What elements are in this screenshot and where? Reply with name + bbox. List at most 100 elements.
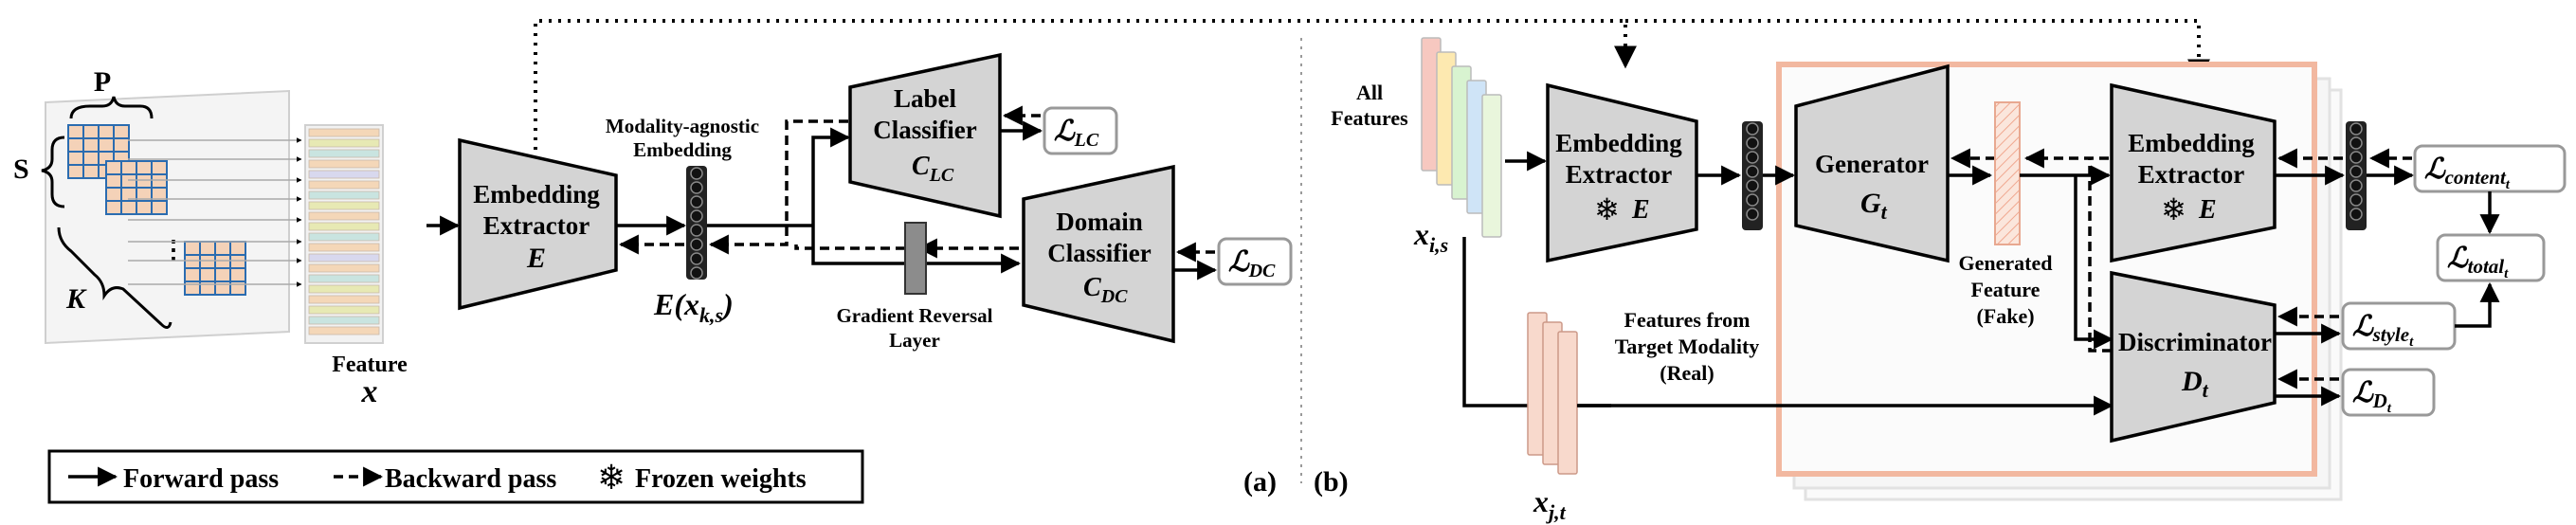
embedding-output-label: E(xk,s): [653, 287, 734, 327]
feature-stripe: [308, 253, 380, 262]
target-features-line3: (Real): [1660, 361, 1714, 385]
generator: Generator Gt: [1794, 63, 1950, 263]
brace-p: [69, 96, 154, 119]
fake-forward-connectors: [2020, 165, 2114, 350]
embedding-extractor-a: Embedding Extractor E: [458, 137, 618, 311]
loss-total-box: ℒtotalt: [2436, 233, 2546, 282]
arrow-source-to-discriminator: [1462, 237, 2114, 416]
svg-text:Extractor: Extractor: [1566, 160, 1672, 189]
feature-stripe: [308, 305, 380, 315]
svg-text:ℒLC: ℒLC: [1054, 116, 1099, 151]
embedding-dots: [2349, 122, 2363, 221]
x-jt-label: xj,t: [1533, 484, 1567, 524]
brace-k: [57, 226, 172, 329]
x-is-label: xi,s: [1413, 217, 1448, 257]
gradient-reversal-line2: Layer: [889, 329, 940, 352]
feature-stripe: [308, 170, 380, 179]
svg-text:Classifier: Classifier: [1047, 239, 1151, 267]
generated-feature-line2: Feature: [1971, 278, 2041, 301]
svg-text:E: E: [1631, 195, 1650, 225]
modality-agnostic-line1: Modality-agnostic: [606, 115, 759, 137]
svg-text:Generator: Generator: [1815, 150, 1929, 178]
loss-style-box: ℒstylet: [2341, 301, 2457, 351]
brace-s: [41, 136, 65, 208]
snowflake-icon: ❄: [2161, 191, 2186, 227]
target-features-line1: Features from: [1624, 308, 1751, 332]
legend-forward-label: Forward pass: [123, 464, 279, 494]
feature-symbol: x: [361, 374, 378, 409]
generated-feature-line3: (Fake): [1976, 304, 2034, 328]
svg-text:Extractor: Extractor: [2138, 160, 2244, 189]
svg-text:CLC: CLC: [912, 152, 954, 186]
feature-stripe: [308, 159, 380, 169]
feature-stripe: [308, 295, 380, 304]
embedding-dots: [1746, 122, 1759, 221]
loss-dc-box: ℒDC: [1217, 237, 1293, 286]
svg-text:Classifier: Classifier: [873, 116, 976, 144]
generated-feature: [1994, 101, 2021, 245]
p-label: P: [94, 66, 111, 98]
svg-text:Embedding: Embedding: [473, 180, 600, 208]
snowflake-icon: ❄: [597, 459, 626, 498]
svg-text:ℒcontentt: ℒcontentt: [2424, 154, 2511, 192]
feature-stripe: [308, 128, 380, 137]
s-label: S: [13, 154, 29, 185]
gradient-reversal-layer: [904, 222, 927, 295]
svg-text:Embedding: Embedding: [1555, 129, 1682, 157]
feature-stripe: [308, 316, 380, 325]
loss-d-box: ℒDt: [2341, 368, 2436, 417]
legend-frozen-label: Frozen weights: [635, 464, 807, 494]
embedding-extractor-b2: Embedding Extractor ❄ E: [2110, 82, 2277, 263]
modality-agnostic-line2: Embedding: [633, 138, 732, 161]
loss-lc-box: ℒLC: [1043, 106, 1118, 155]
feature-stripe: [308, 263, 380, 273]
patch-grid: [184, 241, 246, 296]
svg-text:Discriminator: Discriminator: [2118, 328, 2272, 356]
svg-text:E: E: [2198, 195, 2217, 225]
feature-vector: [304, 124, 384, 344]
feature-stripe: [308, 190, 380, 200]
svg-text:ℒtotalt: ℒtotalt: [2447, 243, 2509, 281]
target-features-stack: [1527, 312, 1578, 475]
forward-branches-a: [707, 127, 1022, 274]
top-dotted-connectors: [534, 19, 2210, 150]
svg-text:Extractor: Extractor: [483, 211, 590, 240]
feature-stripe: [308, 243, 380, 252]
backward-branches-a: [708, 119, 1019, 259]
feature-stripe: [308, 222, 380, 231]
gradient-reversal-line1: Gradient Reversal: [836, 304, 992, 327]
feature-stripe: [308, 274, 380, 283]
svg-text:Embedding: Embedding: [2128, 129, 2255, 157]
svg-text:Gt: Gt: [1860, 188, 1888, 224]
svg-text:Dt: Dt: [2181, 366, 2209, 402]
embedding-dots: [690, 167, 703, 280]
feature-stripe: [308, 326, 380, 335]
patch-to-feature-arrows: [128, 137, 302, 287]
feature-stripe: [308, 180, 380, 190]
svg-text:Domain: Domain: [1056, 208, 1143, 236]
generated-feature-line1: Generated: [1959, 251, 2053, 275]
feature-stripe: [308, 284, 380, 294]
label-classifier: Label Classifier CLC: [848, 52, 1002, 219]
domain-classifier: Domain Classifier CDC: [1022, 164, 1175, 344]
snowflake-icon: ❄: [1594, 191, 1620, 227]
feature-stripe: [308, 201, 380, 210]
input-patch-stack: P S K ⋮: [13, 66, 290, 345]
ellipsis: ⋮: [161, 236, 186, 263]
feature-stripe: [308, 232, 380, 242]
legend: Forward pass Backward pass ❄ Frozen weig…: [47, 449, 864, 504]
feature-stripe: [308, 149, 380, 158]
k-label: K: [65, 283, 87, 315]
feature-stripe: [308, 138, 380, 148]
svg-text:ℒDt: ℒDt: [2352, 377, 2392, 416]
target-features-line2: Target Modality: [1615, 335, 1760, 358]
legend-backward-label: Backward pass: [385, 464, 556, 494]
svg-text:ℒDC: ℒDC: [1228, 246, 1276, 281]
embedding-extractor-b1: Embedding Extractor ❄ E: [1546, 82, 1698, 263]
feature-stripe: [308, 211, 380, 221]
loss-content-box: ℒcontentt: [2413, 144, 2567, 193]
arrow-style-to-total: [2455, 281, 2500, 328]
patch-grid: [105, 160, 168, 215]
all-features-line2: Features: [1331, 106, 1408, 130]
all-features-stack: [1421, 37, 1502, 238]
